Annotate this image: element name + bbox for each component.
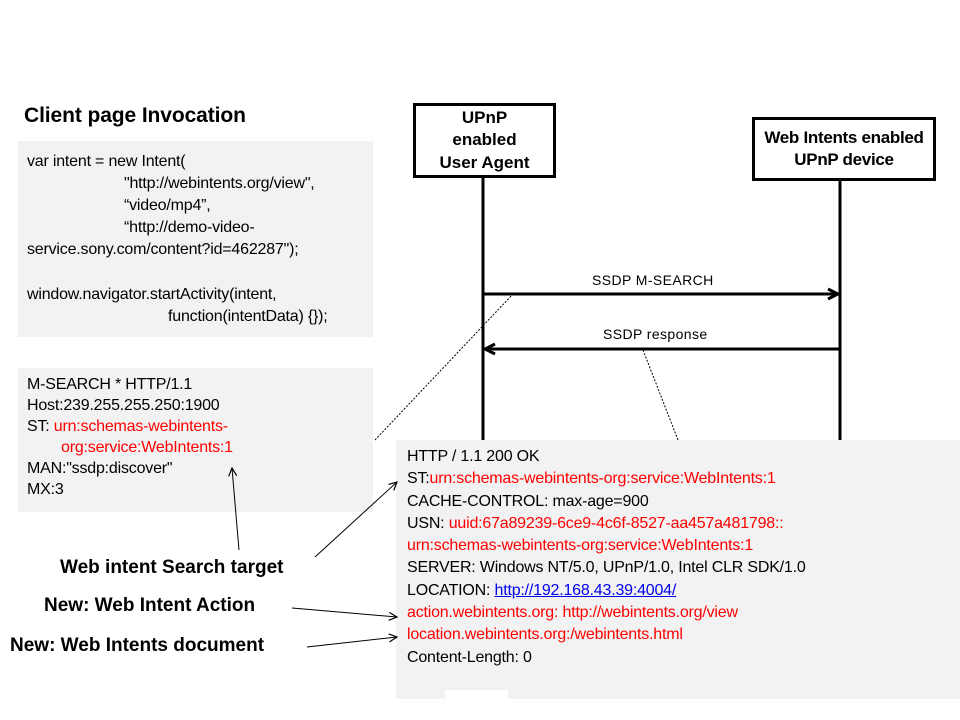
st-header: ST: urn:schemas-webintents-	[27, 416, 228, 437]
participant-label: Web Intents enabled	[764, 127, 924, 147]
st-label: ST:	[27, 418, 50, 435]
cache-control-header: CACHE-CONTROL: max-age=900	[407, 493, 649, 510]
intent-action-header: action.webintents.org: http://webintents…	[407, 604, 738, 621]
code-line: service.sony.com/content?id=462287");	[27, 241, 299, 258]
annotation-search-target: Web intent Search target	[60, 557, 284, 578]
code-line: “http://demo-video-	[124, 219, 255, 236]
status-line: HTTP / 1.1 200 OK	[407, 448, 540, 465]
st-value: urn:schemas-webintents-org:service:WebIn…	[429, 470, 776, 487]
message-label-msearch: SSDP M-SEARCH	[592, 272, 714, 288]
st-value-continued: org:service:WebIntents:1	[61, 439, 233, 456]
box-notch	[445, 690, 508, 700]
server-header: SERVER: Windows NT/5.0, UPnP/1.0, Intel …	[407, 559, 806, 576]
usn-value: uuid:67a89239-6ce9-4c6f-8527-aa457a48179…	[448, 515, 784, 532]
location-label: LOCATION:	[407, 582, 491, 599]
host-header: Host:239.255.255.250:1900	[27, 397, 220, 414]
st-value: urn:schemas-webintents-	[53, 418, 228, 435]
annotation-arrow-action	[291, 607, 397, 617]
location-header: LOCATION: http://192.168.43.39:4004/	[407, 580, 676, 602]
code-box: var intent = new Intent( "http://webinte…	[18, 141, 373, 337]
annotation-intent-action: New: Web Intent Action	[44, 595, 256, 616]
st-label: ST:	[407, 470, 430, 487]
msearch-request-box: M-SEARCH * HTTP/1.1 Host:239.255.255.250…	[18, 368, 373, 512]
usn-value-continued: urn:schemas-webintents-org:service:WebIn…	[407, 537, 754, 554]
usn-label: USN:	[407, 515, 445, 532]
usn-header: USN: uuid:67a89239-6ce9-4c6f-8527-aa457a…	[407, 513, 784, 535]
request-line: M-SEARCH * HTTP/1.1	[27, 376, 193, 393]
annotation-arrow-document	[306, 637, 397, 648]
content-length-header: Content-Length: 0	[407, 649, 532, 666]
participant-label: UPnP	[461, 107, 508, 127]
callout-line-msearch	[374, 293, 514, 441]
message-label-response: SSDP response	[603, 326, 708, 342]
code-line: "http://webintents.org/view",	[124, 175, 315, 192]
participant-user-agent: UPnP enabled User Agent	[413, 103, 556, 178]
mx-header: MX:3	[27, 481, 64, 498]
annotation-intents-document: New: Web Intents document	[10, 635, 265, 656]
code-line: var intent = new Intent(	[27, 153, 186, 170]
code-line: function(intentData) {});	[168, 308, 328, 325]
st-header: ST:urn:schemas-webintents-org:service:We…	[407, 468, 776, 490]
code-line: “video/mp4”,	[124, 197, 211, 214]
ssdp-response-box: HTTP / 1.1 200 OK ST:urn:schemas-webinte…	[396, 440, 960, 699]
participant-upnp-device: Web Intents enabled UPnP device	[752, 117, 936, 181]
intent-document-header: location.webintents.org:/webintents.html	[407, 626, 683, 643]
callout-line-response	[642, 349, 679, 441]
code-line: window.navigator.startActivity(intent,	[27, 286, 277, 303]
participant-label: UPnP device	[794, 150, 894, 169]
participant-label: enabled	[452, 130, 517, 150]
location-link[interactable]: http://192.168.43.39:4004/	[494, 582, 677, 599]
man-header: MAN:"ssdp:discover"	[27, 460, 173, 477]
participant-label: User Agent	[439, 152, 530, 172]
section-heading: Client page Invocation	[24, 104, 246, 127]
